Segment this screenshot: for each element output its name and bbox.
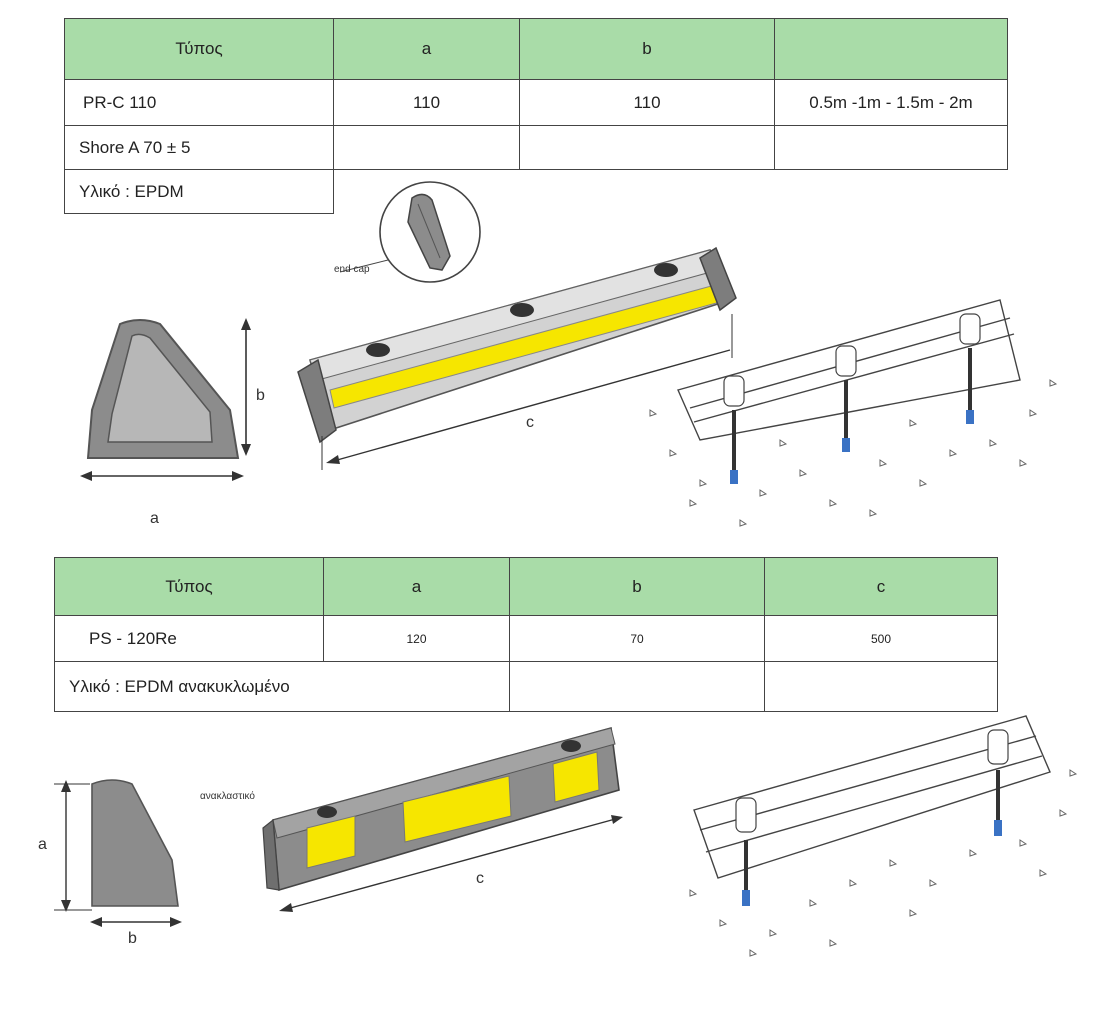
- table2-header-c: c: [764, 557, 998, 616]
- dimension-b-label: b: [256, 387, 265, 404]
- table1-cell-material: Υλικό : EPDM: [64, 169, 334, 214]
- table2-cell-a: 120: [323, 615, 510, 662]
- spec-table-ps120re: Τύπος a b c PS - 120Re 120 70 500 Υλικό …: [54, 557, 998, 712]
- end-cap-label: end cap: [334, 264, 370, 275]
- table1-header-empty: [774, 18, 1008, 80]
- dimension-a-label: a: [150, 510, 159, 527]
- installation-prc110-drawing: [649, 299, 1058, 527]
- dimension-c-label: c: [526, 414, 534, 431]
- table1-cell-lengths: 0.5m -1m - 1.5m - 2m: [774, 79, 1008, 126]
- table2-cell-c: 500: [764, 615, 998, 662]
- table1-cell-blank: [519, 125, 775, 170]
- table2-cell-blank: [509, 661, 765, 712]
- table1-cell-blank: [333, 125, 520, 170]
- profile-triangle-drawing: [80, 318, 251, 481]
- table2-cell-b: 70: [509, 615, 765, 662]
- table2-header-b: b: [509, 557, 765, 616]
- bumper-ps120re-drawing: [262, 726, 623, 912]
- dimension-c-label: c: [476, 870, 484, 887]
- table-row: Υλικό : EPDM ανακυκλωμένο: [54, 661, 998, 712]
- bumper-prc110-drawing: [297, 246, 737, 470]
- table1-cell-hardness: Shore A 70 ± 5: [64, 125, 334, 170]
- profile-wedge-drawing: [54, 779, 182, 927]
- table2-cell-type: PS - 120Re: [54, 615, 324, 662]
- spec-table-prc110: Τύπος a b PR-C 110 110 110 0.5m -1m - 1.…: [64, 18, 1008, 214]
- table-row: PS - 120Re 120 70 500: [54, 615, 998, 662]
- table-row: Υλικό : EPDM: [64, 169, 1008, 214]
- table1-header-type: Τύπος: [64, 18, 334, 80]
- dimension-a-label: a: [38, 836, 47, 853]
- installation-ps120re-drawing: [689, 715, 1078, 957]
- table2-cell-blank: [764, 661, 998, 712]
- table1-cell-b: 110: [519, 79, 775, 126]
- table2-header-a: a: [323, 557, 510, 616]
- table-row: Shore A 70 ± 5: [64, 125, 1008, 170]
- table1-cell-a: 110: [333, 79, 520, 126]
- reflective-label: ανακλαστικό: [200, 791, 255, 802]
- dimension-b-label: b: [128, 930, 137, 947]
- table1-header-a: a: [333, 18, 520, 80]
- table2-header-type: Τύπος: [54, 557, 324, 616]
- table1-cell-type: PR-C 110: [64, 79, 334, 126]
- table2-cell-material: Υλικό : EPDM ανακυκλωμένο: [54, 661, 510, 712]
- table-row: PR-C 110 110 110 0.5m -1m - 1.5m - 2m: [64, 79, 1008, 126]
- end-cap-detail-drawing: [339, 181, 481, 283]
- table1-header-b: b: [519, 18, 775, 80]
- table1-cell-blank: [774, 125, 1008, 170]
